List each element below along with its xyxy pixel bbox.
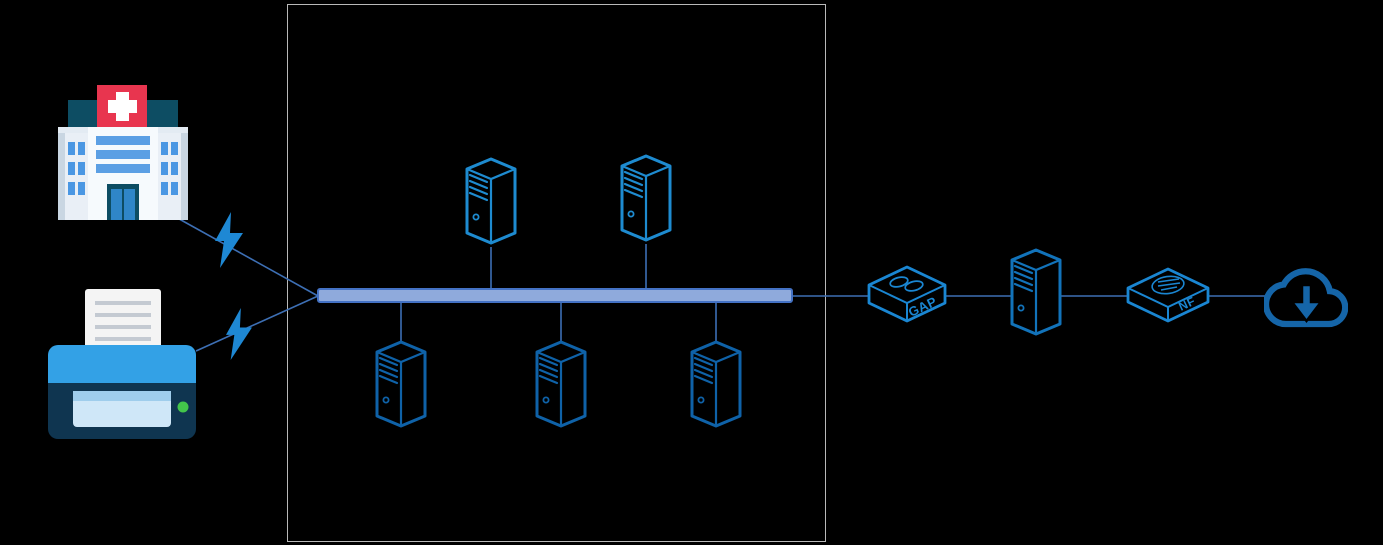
- connector-lines: [171, 214, 1268, 352]
- lightning-bolt-icon: [215, 212, 243, 268]
- printer-status-led: [177, 401, 189, 413]
- server-tower-icon: [608, 152, 684, 252]
- hospital-wing-windows: [68, 142, 178, 195]
- hospital-cross: [108, 92, 137, 121]
- server-tower-icon: [523, 338, 599, 438]
- lightning-bolt-icon: [226, 308, 252, 360]
- printer-paper-lines: [95, 301, 151, 341]
- server-tower-icon: [998, 246, 1074, 346]
- printer-body: [48, 345, 196, 393]
- nf-appliance-icon: NF: [1126, 267, 1210, 323]
- printer-icon: [48, 289, 196, 439]
- cloud-download-icon: [1264, 268, 1348, 328]
- gap-top-glyph: [889, 276, 924, 292]
- nf-top-glyph: [1151, 275, 1185, 295]
- lan-boundary-box: [287, 4, 826, 542]
- server-tower-icon: [678, 338, 754, 438]
- download-arrow-icon: [1289, 283, 1324, 324]
- server-tower-icon: [363, 338, 439, 438]
- gap-appliance-icon: GAP: [867, 265, 947, 323]
- network-bus-bar: [317, 288, 793, 303]
- server-tower-icon: [453, 155, 529, 255]
- hospital-door: [107, 184, 139, 220]
- nf-label: NF: [1176, 294, 1197, 314]
- hospital-building-icon: [58, 85, 188, 220]
- hospital-window-stripes: [96, 136, 150, 173]
